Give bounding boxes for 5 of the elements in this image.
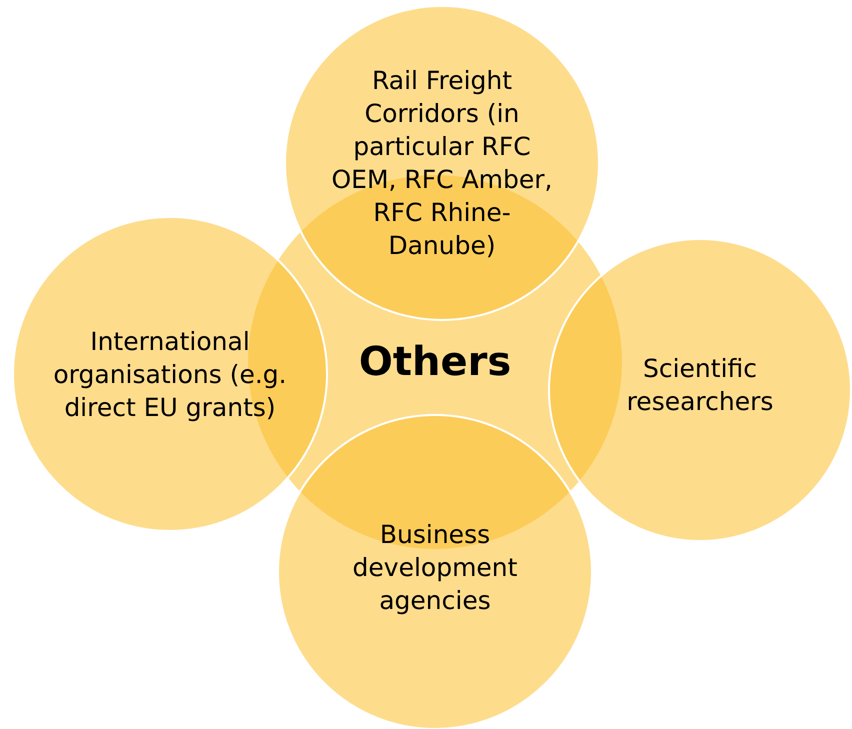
circle-label: Scientific researchers bbox=[626, 353, 774, 418]
circle-label: Rail Freight Corridors (in particular RFC OEM, RFC Amber, RFC Rhine-Danube) bbox=[330, 65, 554, 262]
circle-label: International organisations (e.g. direct EU grants) bbox=[52, 326, 288, 424]
circle-label: Business development agencies bbox=[352, 518, 518, 616]
center-label: Others bbox=[358, 338, 512, 387]
